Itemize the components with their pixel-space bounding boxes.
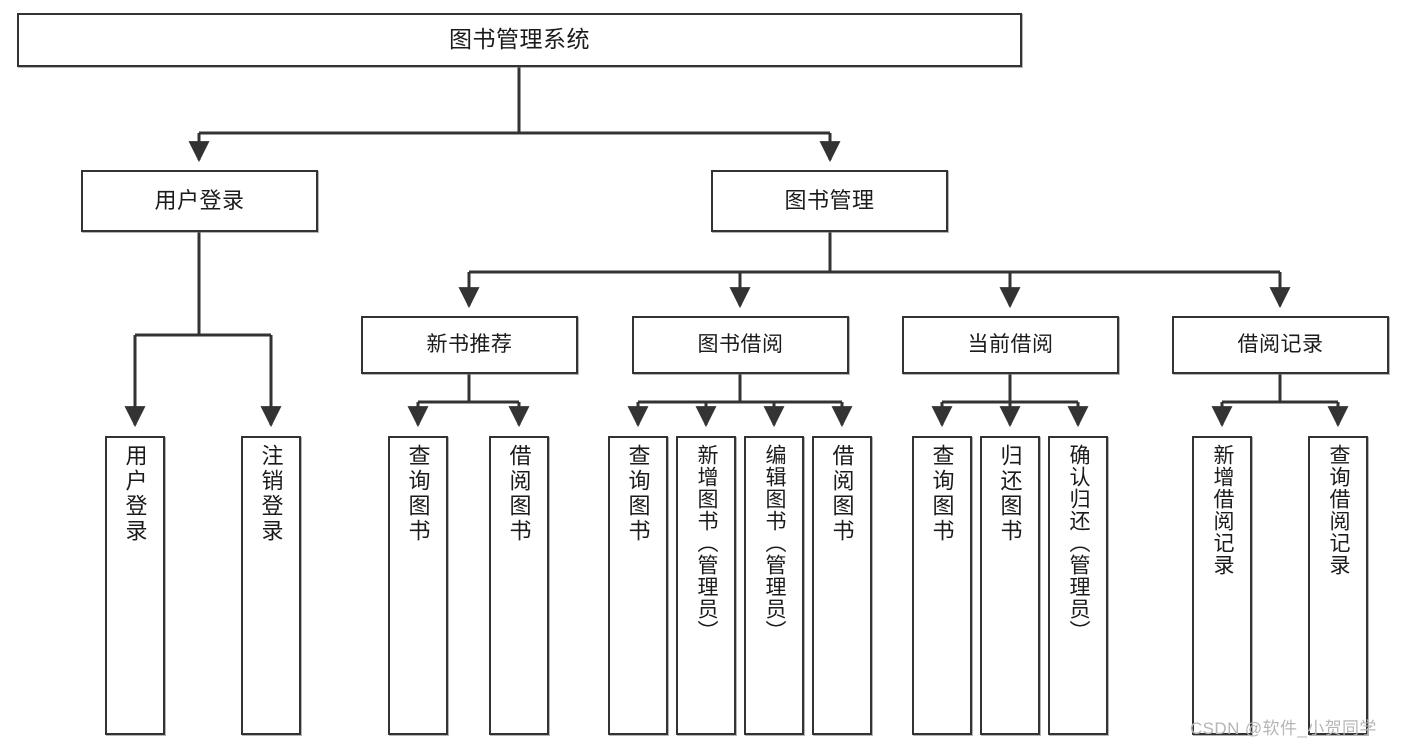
node-borrow-record-label: 借阅记录 [1237, 332, 1324, 356]
node-leaf-borrow-borrow-book-label: 借阅图书 [829, 444, 855, 544]
node-book-borrow-label: 图书借阅 [697, 332, 784, 356]
node-book-management-label: 图书管理 [784, 188, 875, 214]
node-leaf-current-confirm-return-label: 确认归还（管理员） [1067, 444, 1091, 642]
node-leaf-borrow-query-book-label: 查询图书 [625, 444, 651, 544]
node-leaf-record-add[interactable]: 新增借阅记录 [1192, 436, 1252, 735]
node-leaf-user-login-label: 用户登录 [122, 444, 148, 544]
node-user-login-label: 用户登录 [154, 188, 245, 214]
node-leaf-record-add-label: 新增借阅记录 [1211, 444, 1235, 576]
node-current-borrow-label: 当前借阅 [967, 332, 1054, 356]
node-leaf-user-logout[interactable]: 注销登录 [241, 436, 301, 735]
node-leaf-borrow-edit-book[interactable]: 编辑图书（管理员） [744, 436, 804, 735]
node-current-borrow[interactable]: 当前借阅 [902, 316, 1119, 374]
node-user-login[interactable]: 用户登录 [81, 170, 318, 232]
node-book-management[interactable]: 图书管理 [711, 170, 948, 232]
node-leaf-recommend-query-book[interactable]: 查询图书 [388, 436, 448, 735]
node-leaf-recommend-query-book-label: 查询图书 [405, 444, 431, 544]
node-leaf-recommend-borrow-book-label: 借阅图书 [506, 444, 532, 544]
node-leaf-borrow-add-book[interactable]: 新增图书（管理员） [676, 436, 736, 735]
node-new-book-recommend-label: 新书推荐 [426, 332, 513, 356]
node-leaf-recommend-borrow-book[interactable]: 借阅图书 [489, 436, 549, 735]
node-leaf-borrow-query-book[interactable]: 查询图书 [608, 436, 668, 735]
node-leaf-record-query-label: 查询借阅记录 [1327, 444, 1351, 576]
csdn-watermark: CSDN @软件_小贺同学 [1190, 719, 1377, 738]
node-leaf-borrow-add-book-label: 新增图书（管理员） [695, 444, 719, 642]
node-borrow-record[interactable]: 借阅记录 [1172, 316, 1389, 374]
node-root-label: 图书管理系统 [449, 26, 590, 53]
node-leaf-current-query-book[interactable]: 查询图书 [912, 436, 972, 735]
node-new-book-recommend[interactable]: 新书推荐 [361, 316, 578, 374]
node-book-borrow[interactable]: 图书借阅 [632, 316, 849, 374]
node-leaf-borrow-borrow-book[interactable]: 借阅图书 [812, 436, 872, 735]
node-leaf-current-query-book-label: 查询图书 [929, 444, 955, 544]
node-leaf-borrow-edit-book-label: 编辑图书（管理员） [763, 444, 787, 642]
node-leaf-user-logout-label: 注销登录 [258, 444, 284, 544]
node-leaf-current-return-book[interactable]: 归还图书 [980, 436, 1040, 735]
node-leaf-current-confirm-return[interactable]: 确认归还（管理员） [1048, 436, 1108, 735]
node-leaf-record-query[interactable]: 查询借阅记录 [1308, 436, 1368, 735]
node-leaf-user-login[interactable]: 用户登录 [105, 436, 165, 735]
node-leaf-current-return-book-label: 归还图书 [997, 444, 1023, 544]
node-root[interactable]: 图书管理系统 [17, 13, 1022, 67]
